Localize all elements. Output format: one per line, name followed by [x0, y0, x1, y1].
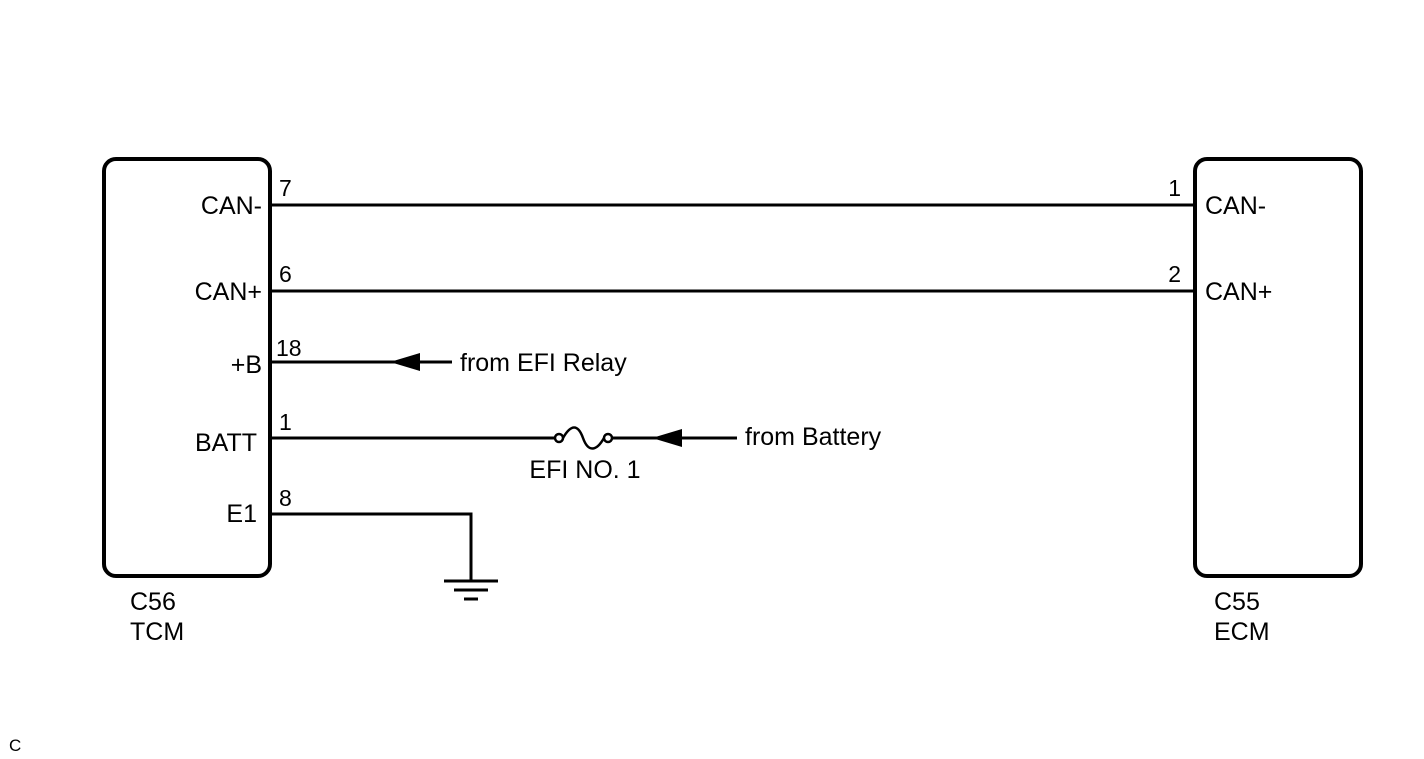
- ecm-connector-code: C55: [1214, 588, 1260, 616]
- ecm-box: [1193, 157, 1363, 578]
- tcm-pin-number: 6: [279, 261, 292, 287]
- tcm-name: TCM: [130, 618, 184, 646]
- tcm-pin-number: 8: [279, 485, 292, 511]
- ecm-signal-can-plus: CAN+: [1205, 278, 1272, 306]
- tcm-signal-can-minus: CAN-: [201, 192, 262, 220]
- ecm-name: ECM: [1214, 618, 1270, 646]
- fuse-label: EFI NO. 1: [529, 456, 640, 484]
- ground-icon: [444, 579, 498, 601]
- fuse-symbol: [553, 426, 614, 450]
- tcm-signal-plus-b: +B: [231, 351, 262, 379]
- ecm-signal-can-minus: CAN-: [1205, 192, 1266, 220]
- efi-relay-source-label: from EFI Relay: [460, 349, 627, 377]
- battery-source-label: from Battery: [745, 423, 882, 451]
- tcm-signal-can-plus: CAN+: [195, 278, 262, 306]
- tcm-box: [102, 157, 272, 578]
- ecm-pin-number: 1: [1168, 175, 1181, 201]
- tcm-pin-number: 18: [276, 335, 302, 361]
- tcm-connector-code: C56: [130, 588, 176, 616]
- tcm-pin-number: 7: [279, 175, 292, 201]
- tcm-signal-batt: BATT: [195, 429, 257, 457]
- tcm-signal-e1: E1: [226, 500, 257, 528]
- ecm-pin-number: 2: [1168, 261, 1181, 287]
- tcm-pin-number: 1: [279, 409, 292, 435]
- efi-relay-arrow: [390, 353, 420, 371]
- footer-code: C: [9, 736, 21, 755]
- battery-arrow: [652, 429, 682, 447]
- e1-ground-wire: [270, 512, 473, 581]
